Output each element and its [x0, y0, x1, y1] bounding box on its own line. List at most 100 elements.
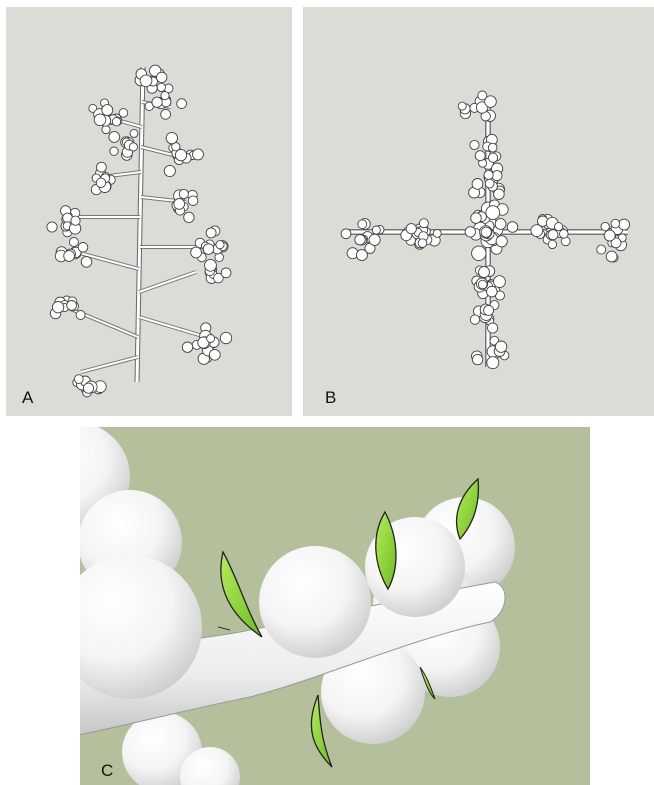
sphere: [74, 375, 83, 384]
sphere: [112, 118, 120, 126]
sphere: [47, 222, 57, 232]
sphere: [484, 305, 494, 315]
sphere: [355, 235, 365, 245]
sphere: [193, 149, 204, 160]
sphere: [341, 229, 351, 239]
sphere: [433, 229, 441, 237]
sphere: [458, 102, 466, 110]
sphere: [209, 349, 220, 360]
sphere: [606, 251, 617, 262]
sphere: [488, 153, 497, 162]
sphere: [548, 240, 556, 248]
sphere: [71, 216, 80, 225]
sphere: [76, 311, 85, 320]
sphere: [358, 220, 367, 229]
sphere: [597, 245, 606, 254]
sphere: [152, 97, 162, 107]
sphere: [69, 238, 78, 247]
sphere: [64, 251, 75, 262]
sphere: [478, 280, 487, 289]
branch-top-view-drawing: [303, 7, 654, 416]
closeup-render: [80, 427, 590, 785]
panel-a-side-view: [6, 7, 292, 416]
sphere: [83, 383, 93, 393]
branch-side-view-drawing: [6, 7, 292, 416]
sphere: [191, 247, 202, 258]
sphere: [419, 219, 428, 228]
sphere: [470, 140, 479, 149]
sphere: [259, 546, 371, 658]
sphere: [369, 234, 380, 245]
sphere: [494, 276, 506, 288]
sphere: [157, 72, 167, 82]
sphere: [488, 323, 498, 333]
sphere: [478, 91, 487, 100]
sphere: [102, 105, 113, 116]
sphere: [475, 151, 485, 161]
panel-label-b: B: [325, 389, 336, 406]
sphere: [52, 302, 63, 313]
sphere: [166, 132, 177, 143]
sphere: [488, 143, 497, 152]
sphere: [418, 239, 427, 248]
sphere: [205, 259, 217, 271]
sphere: [485, 179, 494, 188]
sphere: [406, 224, 416, 234]
sphere: [216, 241, 224, 249]
sphere: [110, 147, 118, 155]
sphere: [487, 286, 498, 297]
sphere: [470, 315, 479, 324]
sphere: [560, 230, 569, 239]
sphere: [161, 92, 169, 100]
sphere: [188, 196, 198, 206]
sphere: [472, 354, 482, 364]
sphere: [555, 223, 563, 231]
sphere: [465, 227, 475, 237]
panel-b-top-view: [303, 7, 654, 416]
sphere: [487, 357, 499, 369]
sphere: [548, 230, 558, 240]
sphere: [604, 230, 615, 241]
sphere: [203, 244, 214, 255]
sphere: [67, 301, 77, 311]
sphere: [472, 246, 486, 260]
sphere: [207, 335, 215, 343]
sphere: [97, 162, 107, 172]
sphere: [496, 236, 507, 247]
sphere: [479, 267, 490, 278]
sphere: [495, 341, 506, 352]
sphere: [96, 178, 105, 187]
panel-c-closeup: [80, 427, 590, 785]
sphere: [130, 129, 138, 137]
sphere: [78, 243, 88, 253]
sphere: [174, 199, 185, 210]
sphere: [102, 126, 110, 134]
sphere: [486, 206, 500, 220]
sphere: [184, 212, 194, 222]
sphere: [161, 109, 171, 119]
sphere: [81, 257, 92, 268]
sphere: [484, 170, 493, 179]
sphere: [206, 228, 216, 238]
panel-label-a: A: [22, 389, 33, 406]
sphere: [177, 99, 187, 109]
sphere: [164, 165, 175, 176]
sphere: [471, 213, 482, 224]
sphere: [601, 222, 609, 230]
side-branch-highlight: [81, 357, 138, 372]
sphere: [619, 219, 630, 230]
sphere: [109, 132, 120, 143]
sphere: [372, 226, 380, 234]
sphere: [481, 227, 491, 237]
sphere: [179, 189, 188, 198]
sphere: [495, 219, 506, 230]
leaf: [221, 552, 262, 637]
sphere: [129, 143, 137, 151]
side-branch-highlight: [139, 272, 196, 292]
sphere: [220, 332, 231, 343]
sphere: [175, 149, 186, 160]
sphere: [157, 83, 165, 91]
side-branch-highlight: [66, 307, 138, 337]
sphere: [507, 222, 518, 233]
panel-label-c: C: [101, 762, 113, 779]
